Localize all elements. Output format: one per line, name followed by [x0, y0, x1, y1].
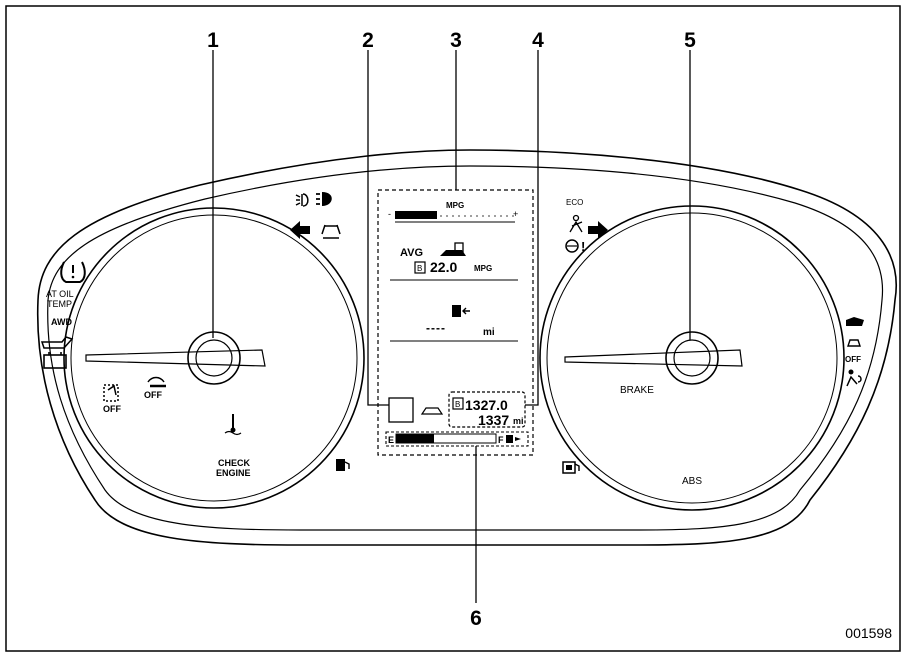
- range-unit: mi: [483, 327, 495, 338]
- mpg-header: MPG: [446, 201, 464, 210]
- callout-4: 4: [532, 29, 544, 52]
- fuel-gauge-box: [385, 431, 529, 447]
- avg-mpg-value: 22.0: [430, 259, 457, 275]
- tpms-warning-icon: [60, 261, 86, 283]
- left-gauge: [63, 207, 365, 509]
- callout-1: 1: [207, 29, 219, 52]
- fuel-door-side-icon: [506, 435, 521, 443]
- avg-mpg-unit: MPG: [474, 264, 492, 273]
- fuel-full-label: F: [498, 435, 504, 445]
- avg-trip-mode-text: B: [417, 264, 422, 273]
- odo-trip-mode-text: B: [455, 400, 460, 409]
- power-steering-warning-icon: [565, 239, 579, 253]
- avg-trip-mode-box: [414, 261, 426, 274]
- leader-4: [525, 50, 539, 406]
- check-engine-label-line1: CHECK: [218, 458, 251, 468]
- left-gauge-needle: [85, 349, 266, 367]
- mpg-plus: +: [513, 209, 518, 219]
- callout-3: 3: [450, 29, 462, 52]
- right-gauge-needle: [564, 349, 743, 367]
- trip-value: 1327.0: [465, 397, 508, 413]
- fuel-economy-car-icon: [440, 242, 466, 256]
- stability-off-label: OFF: [144, 390, 162, 400]
- avg-label: AVG: [400, 247, 423, 259]
- callout-2: 2: [362, 29, 374, 52]
- vehicle-dynamics-off-icon: [847, 339, 861, 347]
- range-fuel-pump-icon: [452, 305, 470, 317]
- hood-open-icon: [846, 317, 864, 326]
- cluster-outer-housing: [36, 149, 897, 546]
- at-oil-temp-label-line2: TEMP: [47, 299, 72, 309]
- callout-leader-lines: [212, 50, 691, 603]
- brake-warning-label: BRAKE: [620, 385, 654, 396]
- traction-off-label: OFF: [103, 404, 121, 414]
- at-oil-temp-label-line1: AT OIL: [46, 289, 74, 299]
- traction-off-icon: [103, 384, 119, 402]
- odometer-value: 1337: [478, 412, 509, 428]
- check-engine-label-line2: ENGINE: [216, 468, 251, 478]
- callout-5: 5: [684, 29, 696, 52]
- high-beam-icon: [316, 192, 332, 206]
- awd-warning-label: AWD: [51, 317, 72, 327]
- mpg-minus: -: [388, 209, 391, 219]
- right-turn-signal-icon: [588, 221, 608, 239]
- multi-information-display: MPG - + AVG B 22.0 MPG ---- mi: [377, 189, 534, 456]
- cluster-inner-housing: [47, 165, 884, 531]
- low-outside-temp-car-icon: [420, 407, 444, 415]
- power-steering-warning-label: !: [581, 239, 585, 254]
- fuel-empty-label: E: [388, 435, 394, 445]
- coolant-temperature-icon: [224, 414, 242, 436]
- right-gauge: [539, 205, 845, 511]
- battery-charge-icon: [43, 352, 67, 369]
- odo-trip-mode-box: [452, 397, 464, 410]
- oil-pressure-icon: [40, 336, 74, 349]
- leader-2: [367, 50, 389, 406]
- figure-border: [5, 5, 901, 652]
- seatbelt-reminder-icon: [569, 214, 583, 233]
- eco-indicator-label: ECO: [566, 198, 583, 207]
- lane-assist-icon: [321, 224, 341, 239]
- airbag-warning-icon: [846, 369, 862, 387]
- callout-6: 6: [470, 607, 482, 630]
- odometer-unit: mi: [513, 416, 524, 426]
- cruise-control-icon: [562, 461, 580, 474]
- abs-warning-label: ABS: [682, 476, 702, 487]
- odometer-box: [448, 391, 526, 428]
- low-fuel-icon: [336, 459, 350, 471]
- figure-id: 001598: [845, 625, 892, 641]
- instant-mpg-bar: [395, 211, 515, 223]
- stability-off-icon: [147, 376, 166, 388]
- shift-position-box: [388, 397, 414, 423]
- front-fog-light-icon: [295, 193, 309, 207]
- fuel-gauge-fill: [396, 434, 434, 443]
- vehicle-dynamics-off-label: OFF: [845, 355, 861, 364]
- left-turn-signal-icon: [290, 221, 310, 239]
- range-dashes: ----: [426, 321, 446, 335]
